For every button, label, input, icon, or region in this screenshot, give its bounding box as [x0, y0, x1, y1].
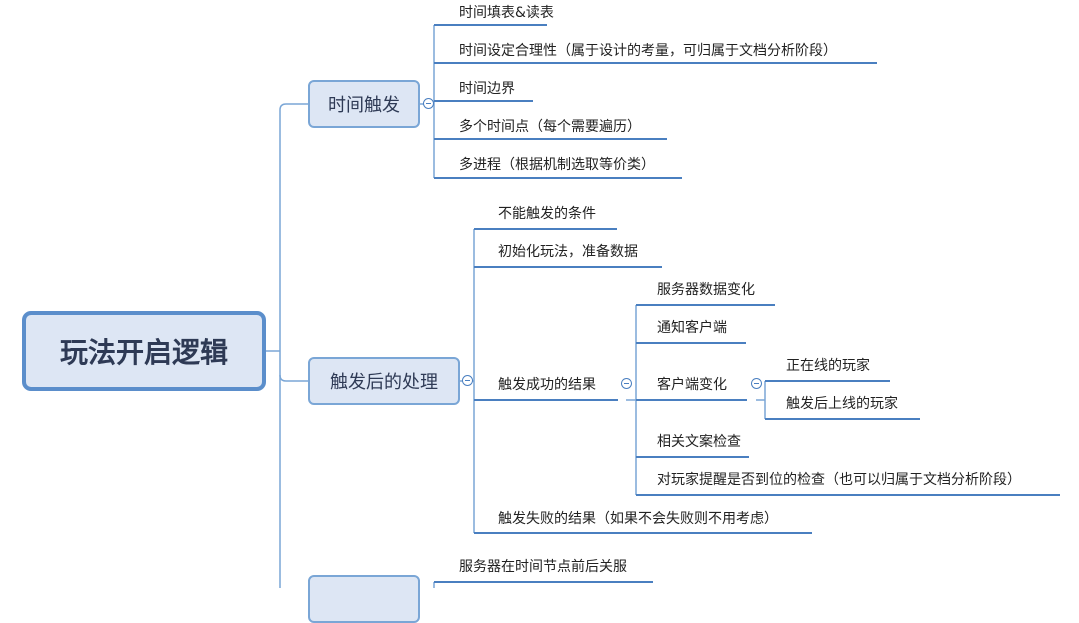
- connector-layer: [266, 24, 1060, 588]
- root-node-label: 玩法开启逻辑: [59, 336, 228, 369]
- mind-map-canvas: 玩法开启逻辑 时间触发 触发后的处理 时间填表&读表 时间设定合理性（属于设计的…: [0, 0, 1079, 588]
- collapse-toggle-icon[interactable]: [751, 378, 762, 389]
- leaf-node[interactable]: 多个时间点（每个需要遍历）: [459, 119, 641, 135]
- collapse-toggle-icon[interactable]: [621, 378, 632, 389]
- leaf-node[interactable]: 相关文案检查: [657, 434, 741, 450]
- leaf-node[interactable]: 通知客户端: [657, 320, 727, 336]
- leaf-node[interactable]: 服务器数据变化: [657, 282, 755, 298]
- leaf-node[interactable]: 不能触发的条件: [498, 206, 596, 222]
- leaf-node[interactable]: 触发成功的结果: [498, 377, 596, 393]
- leaf-node[interactable]: 初始化玩法，准备数据: [498, 244, 638, 260]
- leaf-node[interactable]: 正在线的玩家: [786, 358, 870, 374]
- connector-line: [279, 103, 308, 588]
- branch-node-post-trigger[interactable]: 触发后的处理: [308, 357, 460, 405]
- leaf-node[interactable]: 服务器在时间节点前后关服: [459, 559, 627, 575]
- connector-line: [279, 374, 308, 382]
- leaf-node[interactable]: 时间填表&读表: [459, 5, 554, 21]
- leaf-node[interactable]: 触发后上线的玩家: [786, 396, 898, 412]
- branch-node-time-trigger[interactable]: 时间触发: [308, 80, 420, 128]
- branch-node-partial[interactable]: [308, 575, 420, 623]
- collapse-toggle-icon[interactable]: [462, 375, 473, 386]
- leaf-node[interactable]: 对玩家提醒是否到位的检查（也可以归属于文档分析阶段）: [657, 472, 1021, 488]
- branch-label: 时间触发: [328, 95, 400, 116]
- leaf-node[interactable]: 触发失败的结果（如果不会失败则不用考虑）: [498, 511, 778, 527]
- root-node[interactable]: 玩法开启逻辑: [22, 311, 266, 391]
- leaf-node[interactable]: 时间设定合理性（属于设计的考量，可归属于文档分析阶段）: [459, 43, 837, 59]
- branch-label: 触发后的处理: [330, 372, 438, 393]
- leaf-node[interactable]: 多进程（根据机制选取等价类）: [459, 157, 655, 173]
- collapse-toggle-icon[interactable]: [423, 98, 434, 109]
- leaf-node[interactable]: 客户端变化: [657, 377, 727, 393]
- leaf-node[interactable]: 时间边界: [459, 81, 515, 97]
